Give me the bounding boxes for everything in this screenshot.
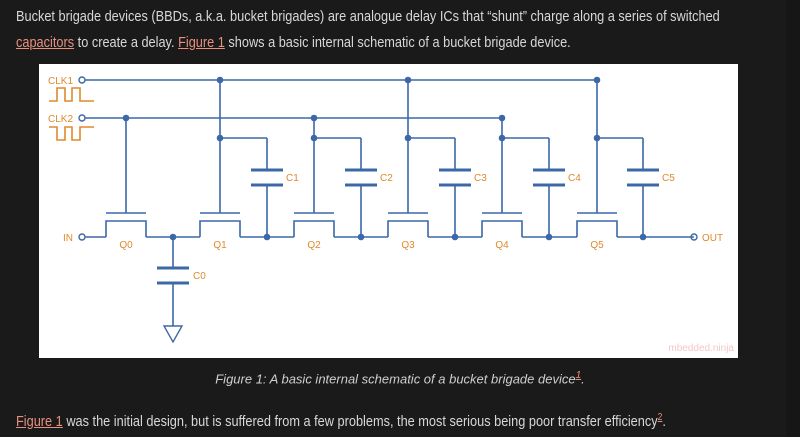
caption-ref-link[interactable]: 1 bbox=[575, 370, 582, 381]
transistor-label: Q0 bbox=[119, 240, 133, 251]
figure-caption: Figure 1: A basic internal schematic of … bbox=[215, 370, 585, 387]
scrollbar-track[interactable] bbox=[786, 0, 800, 437]
transistor-label: Q2 bbox=[307, 240, 321, 251]
transistor-channel bbox=[576, 220, 618, 237]
terminal-icon bbox=[78, 114, 86, 122]
transistor-label: Q3 bbox=[401, 240, 415, 251]
paragraph-2: Figure 1 was the initial design, but is … bbox=[16, 412, 666, 430]
clk1-label: CLK1 bbox=[48, 76, 73, 87]
capacitors-link[interactable]: capacitors bbox=[16, 34, 75, 51]
junction-dot bbox=[404, 76, 412, 84]
transistor-channel bbox=[481, 220, 523, 237]
junction-dot bbox=[498, 134, 506, 142]
capacitor-label: C4 bbox=[568, 173, 581, 184]
junction-dot bbox=[216, 76, 224, 84]
intro-text: to create a delay. bbox=[74, 34, 179, 51]
junction-dot bbox=[122, 114, 130, 122]
ref-2-link[interactable]: 2 bbox=[657, 412, 663, 423]
intro-paragraph: Bucket brigade devices (BBDs, a.k.a. buc… bbox=[16, 4, 781, 56]
out-label: OUT bbox=[702, 233, 723, 244]
figure-1-link[interactable]: Figure 1 bbox=[178, 34, 225, 51]
capacitor-label: C3 bbox=[474, 173, 487, 184]
junction-dot bbox=[545, 233, 553, 241]
junction-dot bbox=[310, 134, 318, 142]
transistor-label: Q4 bbox=[495, 240, 509, 251]
watermark: mbedded.ninja bbox=[668, 343, 734, 354]
clk2-waveform-icon bbox=[49, 126, 94, 141]
junction-dot bbox=[263, 233, 271, 241]
terminal-icon bbox=[78, 233, 86, 241]
junction-dot bbox=[357, 233, 365, 241]
capacitor-label: C0 bbox=[193, 271, 206, 282]
ground-icon bbox=[162, 325, 184, 344]
junction-dot bbox=[639, 233, 647, 241]
junction-dot bbox=[498, 114, 506, 122]
transistor-channel bbox=[387, 220, 429, 237]
figure-1-link-2[interactable]: Figure 1 bbox=[16, 413, 63, 430]
capacitor-label: C2 bbox=[380, 173, 393, 184]
intro-text: shows a basic internal schematic of a bu… bbox=[224, 34, 571, 51]
transistor-label: Q5 bbox=[590, 240, 604, 251]
junction-dot bbox=[216, 134, 224, 142]
junction-dot bbox=[593, 76, 601, 84]
para2-text: was the initial design, but is suffered … bbox=[62, 413, 658, 430]
junction-dot bbox=[593, 134, 601, 142]
clk2-label: CLK2 bbox=[48, 114, 73, 125]
transistor-channel bbox=[199, 220, 241, 237]
junction-dot bbox=[451, 233, 459, 241]
transistor-label: Q1 bbox=[213, 240, 227, 251]
capacitor-label: C1 bbox=[286, 173, 299, 184]
clk1-waveform-icon bbox=[49, 87, 94, 102]
junction-dot bbox=[404, 134, 412, 142]
intro-text: Bucket brigade devices (BBDs, a.k.a. buc… bbox=[16, 8, 720, 25]
transistor-channel bbox=[293, 220, 335, 237]
terminal-icon bbox=[78, 76, 86, 84]
transistor-channel bbox=[105, 220, 147, 237]
junction-dot bbox=[310, 114, 318, 122]
in-label: IN bbox=[63, 233, 73, 244]
capacitor-label: C5 bbox=[662, 173, 675, 184]
caption-text: Figure 1: A basic internal schematic of … bbox=[215, 371, 576, 387]
